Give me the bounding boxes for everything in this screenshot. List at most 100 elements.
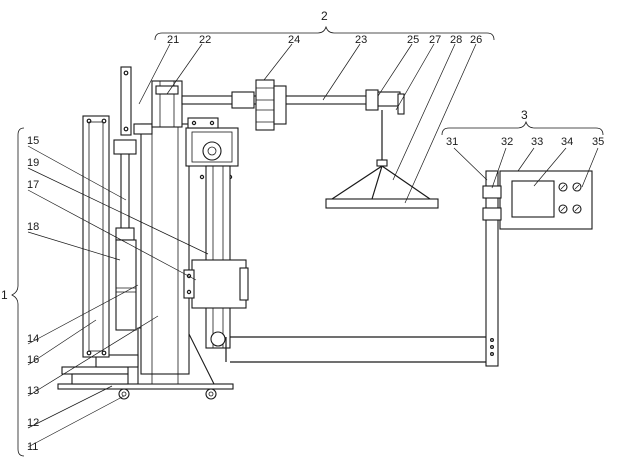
wheel-left [118,388,130,400]
cylinder-rod [120,149,130,231]
knob-mark [574,184,580,190]
motor-flange-right [239,267,249,301]
base-upper-plate [61,366,129,375]
leader-24 [263,43,293,81]
part-label-23: 23 [355,34,367,46]
cylinder-barrel [115,239,137,331]
bolt [123,126,129,132]
bolt [186,289,192,295]
base-block [71,373,129,385]
leader-18 [27,231,121,261]
group-label-3: 3 [521,108,528,122]
rod-coupler [376,159,388,167]
main-column [140,123,190,375]
coupling [255,79,275,131]
group-label-2: 2 [321,9,328,23]
bolt [191,120,197,126]
part-label-11: 11 [27,441,38,453]
part-label-17: 17 [27,179,39,191]
part-label-32: 32 [501,136,513,148]
part-label-25: 25 [407,34,419,46]
part-label-24: 24 [288,34,300,46]
leader-21 [138,43,171,105]
leader-11 [27,395,125,448]
work-platform [325,198,439,209]
bolt [199,174,205,180]
part-label-34: 34 [561,136,573,148]
seat-top [155,85,179,95]
bolt [101,118,107,124]
end-cap [397,93,405,115]
bolt [86,350,92,356]
part-label-13: 13 [27,385,39,397]
leader-16 [27,319,97,366]
shaft-section [231,91,255,109]
leader-13 [27,315,159,397]
part-label-31: 31 [446,136,458,148]
end-bearing [365,89,379,111]
post-clamp [482,185,502,199]
leader-14 [27,284,139,345]
bolt [86,118,92,124]
leader-28 [392,43,456,181]
column-cap [133,123,153,135]
part-label-35: 35 [592,136,604,148]
bolt [101,350,107,356]
brace-group-2 [154,25,495,41]
gearbox-flange [187,117,219,129]
bolt [209,120,215,126]
pedestal-foot [95,354,139,368]
leader-12 [27,385,113,429]
bolt [123,70,129,76]
cylinder-top-cap [113,139,137,155]
brace-group-3 [441,120,604,136]
part-label-22: 22 [199,34,211,46]
post-screw [490,345,495,350]
part-label-16: 16 [27,354,39,366]
leader-26 [404,43,477,204]
wheel-right-hub [208,391,214,397]
post-clamp [482,207,502,221]
swing-arm [205,165,231,349]
left-frame-outer [82,115,110,358]
leader-25 [377,43,413,97]
display-screen [511,180,555,218]
leader-35 [581,147,599,188]
leader-17 [27,189,197,281]
part-label-28: 28 [450,34,462,46]
knob-mark [574,206,580,212]
group-label-1: 1 [1,288,8,302]
connecting-beam [225,336,486,363]
part-label-14: 14 [27,333,39,345]
leader-19 [27,167,209,255]
leader-34 [533,147,567,187]
drive-motor [191,259,247,309]
part-label-33: 33 [531,136,543,148]
brace-group-1 [11,127,25,457]
leader-15 [27,145,127,201]
base-plate [57,383,234,390]
knob-mark [560,206,566,212]
leader-22 [166,43,203,95]
tripod-legs [331,165,431,200]
part-label-19: 19 [27,157,39,169]
leader-23 [322,43,361,101]
wheel-right [205,388,217,400]
coupling-hub [273,85,287,125]
part-label-12: 12 [27,417,39,429]
gear-icon [202,141,222,161]
motor-flange-left [183,269,195,299]
gearbox-inner [191,131,233,163]
control-post [485,170,499,367]
part-label-15: 15 [27,135,39,147]
leader-31 [453,147,488,181]
leader-32 [491,147,507,189]
arm-pivot [210,331,226,347]
part-label-27: 27 [429,34,441,46]
part-label-21: 21 [167,34,179,46]
leader-33 [517,147,535,172]
bolt [186,273,192,279]
part-label-26: 26 [470,34,482,46]
knob-mark [560,184,566,190]
